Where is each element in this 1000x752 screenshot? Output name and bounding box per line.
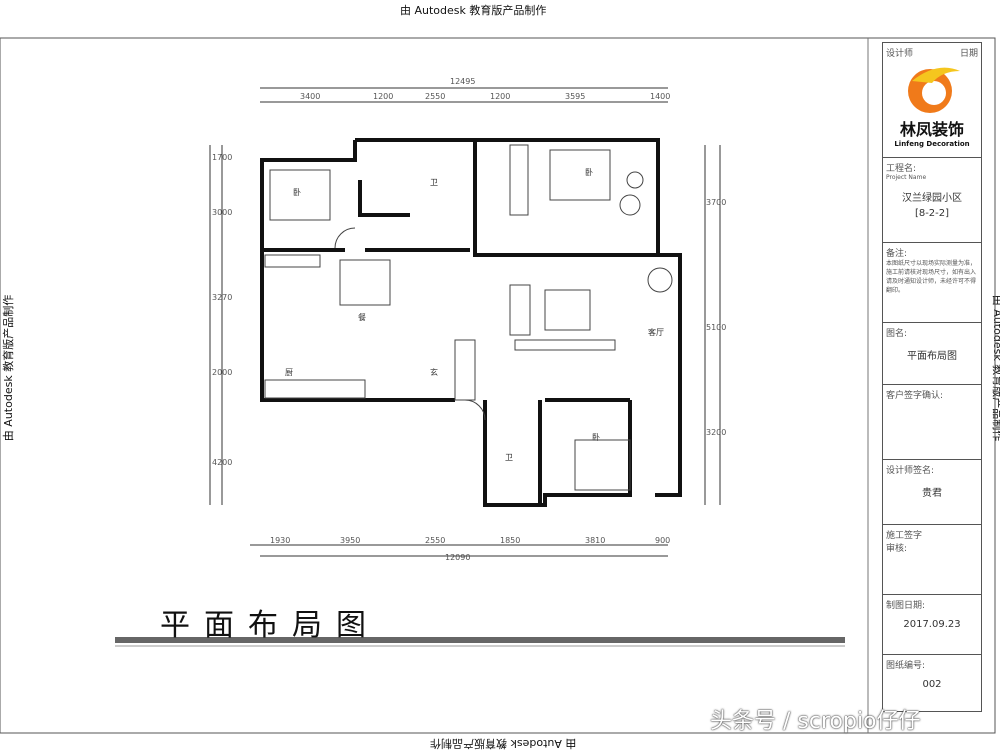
- svg-text:1200: 1200: [373, 92, 393, 101]
- coffee-table: [544, 289, 591, 331]
- bed-1: [269, 169, 331, 221]
- date-label: 制图日期:: [886, 601, 926, 611]
- svg-text:1700: 1700: [212, 153, 232, 162]
- drawing-frame: [0, 37, 996, 734]
- designer-name: 贵君: [922, 488, 942, 499]
- svg-text:3700: 3700: [706, 198, 726, 207]
- designer-top: 设计师: [886, 49, 914, 59]
- room-labels: 卧 卧 卧 客厅 餐 厨 卫 卫 玄: [285, 168, 664, 462]
- project-sub: Project Name: [886, 174, 927, 181]
- svg-text:卫: 卫: [505, 453, 513, 462]
- svg-text:卧: 卧: [585, 168, 593, 177]
- svg-text:2000: 2000: [212, 368, 232, 377]
- drawing-label: 图名:: [886, 329, 908, 339]
- designer-signature-label: 设计师签名:: [886, 466, 935, 476]
- svg-text:1200: 1200: [490, 92, 510, 101]
- dim-top-total: 12495: [450, 77, 475, 86]
- plan-title: 平面布局图: [160, 608, 380, 643]
- svg-text:客厅: 客厅: [648, 327, 664, 337]
- project-name: 汉兰绿园小区: [902, 193, 962, 204]
- client-signature-label: 客户签字确认:: [886, 391, 944, 401]
- svg-text:卧: 卧: [592, 433, 600, 442]
- cabinet: [454, 339, 476, 401]
- furniture: [264, 144, 673, 491]
- notes-text: 本图纸尺寸以现场实际测量为准，施工前请核对现场尺寸，如有出入请及时通知设计师，未…: [886, 260, 977, 294]
- svg-text:2550: 2550: [425, 536, 445, 545]
- svg-text:12090: 12090: [445, 553, 470, 562]
- bed-2: [549, 149, 611, 201]
- notes-label: 备注:: [886, 249, 908, 259]
- wardrobe-1: [264, 254, 321, 268]
- svg-text:3810: 3810: [585, 536, 605, 545]
- dimension-labels: 12495 3400 1200 2550 1200 3595 1400 1930 395…: [212, 77, 726, 562]
- svg-text:900: 900: [655, 536, 670, 545]
- dining-table: [339, 259, 391, 306]
- sofa: [509, 284, 531, 336]
- review-label: 审核:: [886, 544, 908, 554]
- svg-text:餐: 餐: [358, 313, 366, 322]
- svg-text:1930: 1930: [270, 536, 290, 545]
- kitchen-counter: [264, 379, 366, 399]
- svg-text:2550: 2550: [425, 92, 445, 101]
- logo-subtext: Linfeng Decoration: [894, 140, 970, 148]
- number-label: 图纸编号:: [886, 661, 926, 671]
- project-label: 工程名:: [886, 164, 917, 174]
- svg-text:1850: 1850: [500, 536, 520, 545]
- date-top: 日期: [959, 49, 978, 59]
- walls: [260, 138, 682, 507]
- svg-text:4200: 4200: [212, 458, 232, 467]
- svg-text:1400: 1400: [650, 92, 670, 101]
- wardrobe: [509, 144, 529, 216]
- drawing-name: 平面布局图: [907, 351, 957, 362]
- svg-text:5100: 5100: [706, 323, 726, 332]
- construction-label: 施工签字: [886, 531, 923, 541]
- svg-text:3270: 3270: [212, 293, 232, 302]
- company-logo: [908, 67, 960, 113]
- svg-text:3950: 3950: [340, 536, 360, 545]
- credit-watermark: 头条号 / scropio仔仔: [710, 709, 921, 734]
- drawing-number: 002: [922, 679, 942, 690]
- svg-text:卫: 卫: [430, 178, 438, 187]
- dimension-lines: [209, 87, 721, 557]
- svg-text:3400: 3400: [300, 92, 320, 101]
- svg-text:厨: 厨: [285, 368, 293, 377]
- svg-text:卧: 卧: [293, 188, 301, 197]
- svg-text:3000: 3000: [212, 208, 232, 217]
- svg-text:3200: 3200: [706, 428, 726, 437]
- svg-text:3595: 3595: [565, 92, 585, 101]
- logo-text: 林凤装饰: [899, 120, 964, 139]
- project-unit: [8-2-2]: [914, 208, 950, 219]
- watermark-top: 由 Autodesk 教育版产品制作: [400, 4, 547, 17]
- svg-text:玄: 玄: [430, 367, 438, 377]
- drawing-date: 2017.09.23: [903, 619, 961, 630]
- bed-3: [574, 439, 631, 491]
- title-block: 设计师 日期 林凤装饰 Linfeng Decoration 工程名: Proj…: [882, 42, 982, 712]
